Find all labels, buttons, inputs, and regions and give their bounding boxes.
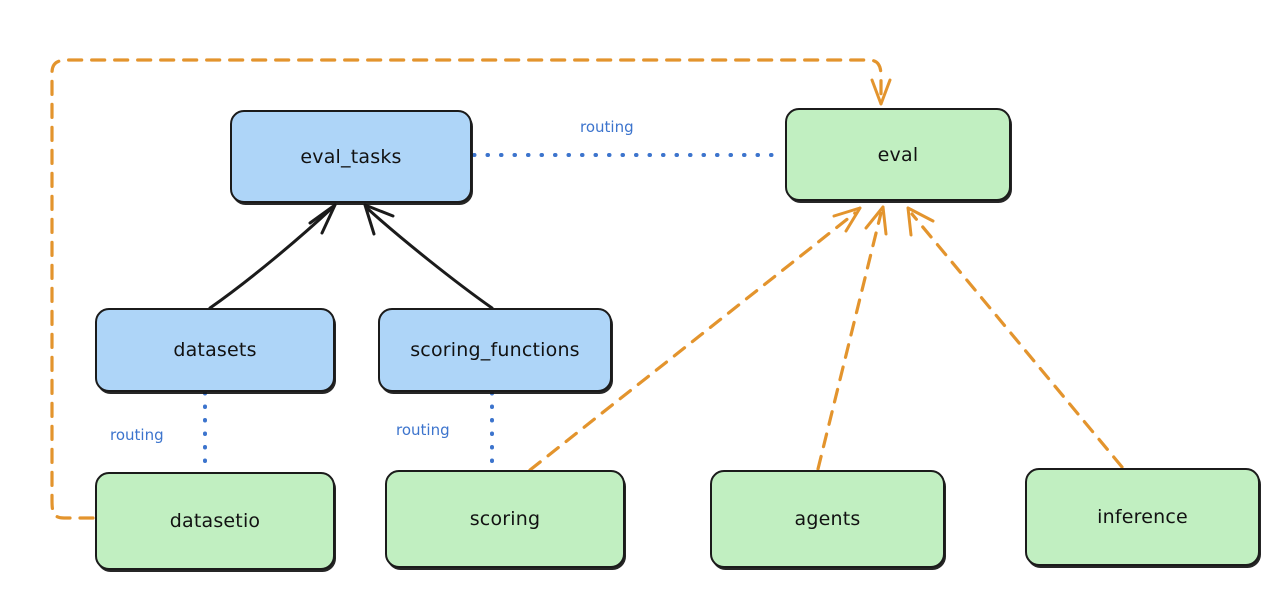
- edge-inference-to-eval: [906, 206, 1124, 469]
- edge-label-datasets-to-datasetio: routing: [110, 426, 164, 444]
- node-datasetio[interactable]: datasetio: [95, 472, 335, 570]
- node-label: eval_tasks: [300, 145, 402, 168]
- node-inference[interactable]: inference: [1025, 468, 1260, 566]
- node-datasets[interactable]: datasets: [95, 308, 335, 392]
- edge-datasetio-to-eval: [50, 58, 892, 520]
- node-eval[interactable]: eval: [785, 108, 1011, 201]
- edge-scoring-functions-to-eval-tasks: [363, 203, 494, 310]
- node-eval-tasks[interactable]: eval_tasks: [230, 110, 472, 203]
- node-label: inference: [1097, 506, 1188, 528]
- node-label: scoring_functions: [410, 339, 580, 361]
- node-label: eval: [877, 143, 919, 166]
- node-scoring[interactable]: scoring: [385, 470, 625, 568]
- edge-agents-to-eval: [816, 205, 888, 471]
- node-agents[interactable]: agents: [710, 470, 945, 568]
- node-label: scoring: [469, 508, 541, 530]
- edge-label-eval-tasks-to-eval: routing: [580, 118, 634, 136]
- edge-datasets-to-eval-tasks: [208, 203, 337, 310]
- edge-label-scoring-functions-to-scoring: routing: [396, 421, 450, 439]
- node-label: datasets: [173, 339, 257, 361]
- edge-scoring-to-eval: [528, 206, 862, 472]
- node-scoring-functions[interactable]: scoring_functions: [378, 308, 612, 392]
- node-label: datasetio: [169, 510, 261, 532]
- node-label: agents: [794, 508, 861, 530]
